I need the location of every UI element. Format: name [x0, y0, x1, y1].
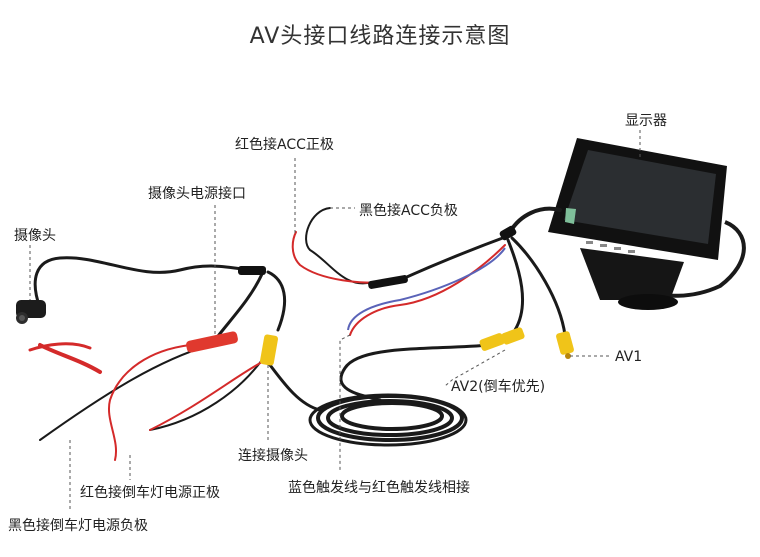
loop-cable: [149, 359, 263, 431]
cable-coil: [340, 401, 444, 431]
reverse-red-wire: [108, 344, 191, 461]
acc-cable: [398, 234, 510, 282]
av2-plug-socket: [501, 327, 525, 345]
av1-pin: [565, 353, 571, 359]
monitor-button: [600, 244, 607, 247]
screen-indicator: [565, 208, 576, 224]
camera-video-plug: [259, 334, 279, 366]
camera-power-cable: [213, 272, 264, 342]
av2-plug: [479, 333, 505, 351]
label-red-acc: 红色接ACC正极: [235, 137, 334, 153]
monitor-button: [614, 247, 621, 250]
av1-cable: [510, 236, 567, 337]
label-connect-camera: 连接摄像头: [238, 448, 308, 464]
acc-inline-connector: [368, 275, 408, 289]
label-camera: 摄像头: [14, 228, 56, 244]
cable-bundle: [33, 206, 567, 447]
label-camera-power: 摄像头电源接口: [148, 186, 246, 202]
av1-plug: [556, 331, 574, 355]
camera-video-cable: [266, 270, 287, 332]
camera-device: [16, 300, 46, 324]
camera-splitter: [238, 266, 266, 275]
label-blue-trigger: 蓝色触发线与红色触发线相接: [288, 480, 470, 496]
monitor-button: [586, 241, 593, 244]
monitor: [548, 138, 746, 310]
label-black-reverse: 黑色接倒车灯电源负极: [8, 518, 148, 534]
leader-av2: [444, 349, 506, 387]
av2-cable: [506, 238, 524, 332]
monitor-button: [628, 250, 635, 253]
trigger-red-link: [149, 361, 263, 431]
camera-link-cable: [268, 363, 322, 412]
camera-power-connector: [186, 331, 238, 353]
monitor-splitter: [499, 225, 517, 241]
label-display: 显示器: [625, 113, 667, 129]
label-av1: AV1: [615, 349, 643, 365]
connectors: [186, 225, 574, 366]
acc-red-wire: [291, 231, 401, 284]
cable-coil: [308, 393, 468, 447]
leader-blue-trigger: [339, 334, 351, 470]
trigger-red-wire: [349, 244, 506, 336]
camera-cable: [33, 256, 252, 310]
av2-extension: [339, 343, 492, 402]
cable-coil: [326, 399, 454, 437]
monitor-screen: [564, 150, 716, 244]
camera-lens-inner: [19, 315, 25, 321]
leader-lines: [29, 130, 641, 510]
diagram-title: AV头接口线路连接示意图: [249, 24, 511, 49]
camera-red-lead: [38, 343, 102, 374]
camera-red-lead: [28, 342, 92, 352]
reverse-black-wire: [39, 344, 211, 441]
monitor-stand: [580, 248, 684, 300]
label-av2: AV2(倒车优先): [451, 379, 546, 395]
blue-trigger-wire: [347, 247, 506, 331]
monitor-stand-base: [618, 294, 678, 310]
label-black-acc: 黑色接ACC负极: [359, 203, 458, 219]
label-red-reverse: 红色接倒车灯电源正极: [80, 485, 220, 501]
